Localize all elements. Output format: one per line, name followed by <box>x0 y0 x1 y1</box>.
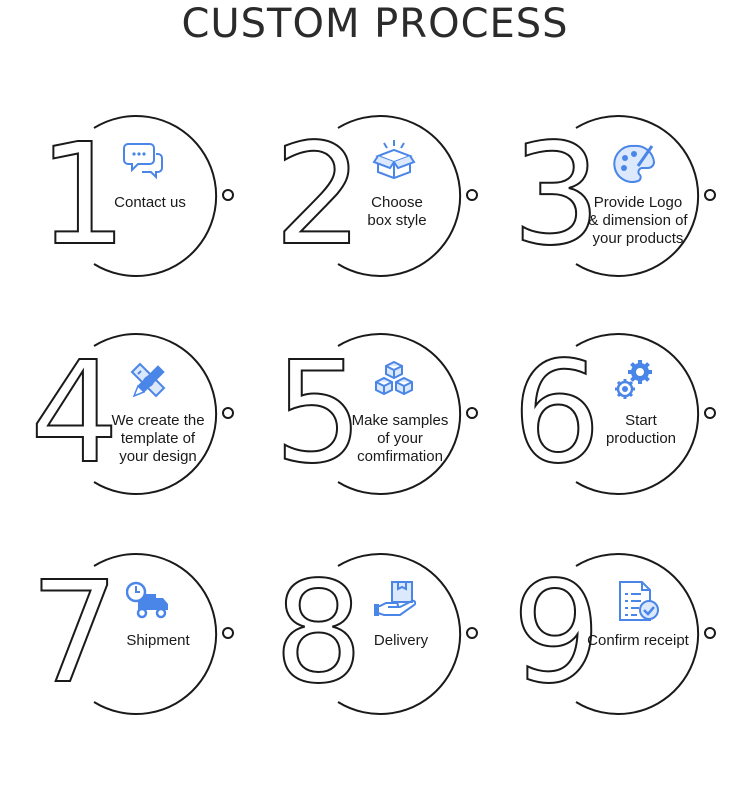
step-number: 1 <box>37 114 128 277</box>
step-5: 5 Make samples of your comfirmation <box>273 324 514 504</box>
step-label: Delivery <box>373 632 429 649</box>
step-label: Start production <box>605 412 677 447</box>
step-ring <box>93 553 234 715</box>
step-number: 2 <box>273 114 364 277</box>
step-ring <box>575 115 716 277</box>
step-label: Provide Logo & dimension of your product… <box>588 194 688 247</box>
step-label: Make samples of your comfirmation <box>351 412 449 465</box>
step-ring <box>337 333 478 495</box>
step-2: 2 Choose box style <box>273 106 514 286</box>
step-ring <box>575 553 716 715</box>
step-ring <box>337 115 478 277</box>
step-label: Shipment <box>126 632 190 649</box>
step-number: 8 <box>273 552 364 715</box>
step-ring <box>575 333 716 495</box>
step-label: Contact us <box>114 194 186 211</box>
step-label: Choose box style <box>367 194 427 229</box>
step-number: 3 <box>511 114 602 277</box>
step-7: 7 Shipment <box>29 544 270 724</box>
step-label: Confirm receipt <box>587 632 689 649</box>
chat-bubbles-icon <box>123 143 163 180</box>
step-6: 6 Start production <box>511 324 750 504</box>
step-number: 9 <box>511 552 602 715</box>
step-number: 7 <box>29 552 120 715</box>
stacked-cubes-icon <box>375 360 413 396</box>
step-ring <box>93 115 234 277</box>
open-box-icon <box>372 140 416 180</box>
pencil-ruler-icon <box>130 362 166 398</box>
step-4: 4 We create the template of your design <box>29 324 270 504</box>
step-9: 9 Confirm receipt <box>511 544 750 724</box>
step-label: We create the template of your design <box>111 412 205 465</box>
step-number: 5 <box>273 332 364 495</box>
step-1: 1 Contact us <box>30 106 270 286</box>
step-8: 8 Delivery <box>273 544 514 724</box>
truck-clock-icon <box>126 581 168 619</box>
hand-box-icon <box>374 581 416 616</box>
step-ring <box>93 333 234 495</box>
step-number: 6 <box>511 332 602 495</box>
gears-icon <box>615 360 652 399</box>
palette-icon <box>613 144 656 183</box>
page-title: CUSTOM PROCESS <box>181 1 569 47</box>
step-ring <box>337 553 478 715</box>
checklist-icon <box>619 581 659 621</box>
step-3: 3 Provide Logo & dimension of your produ… <box>511 106 750 286</box>
step-number: 4 <box>29 332 120 495</box>
